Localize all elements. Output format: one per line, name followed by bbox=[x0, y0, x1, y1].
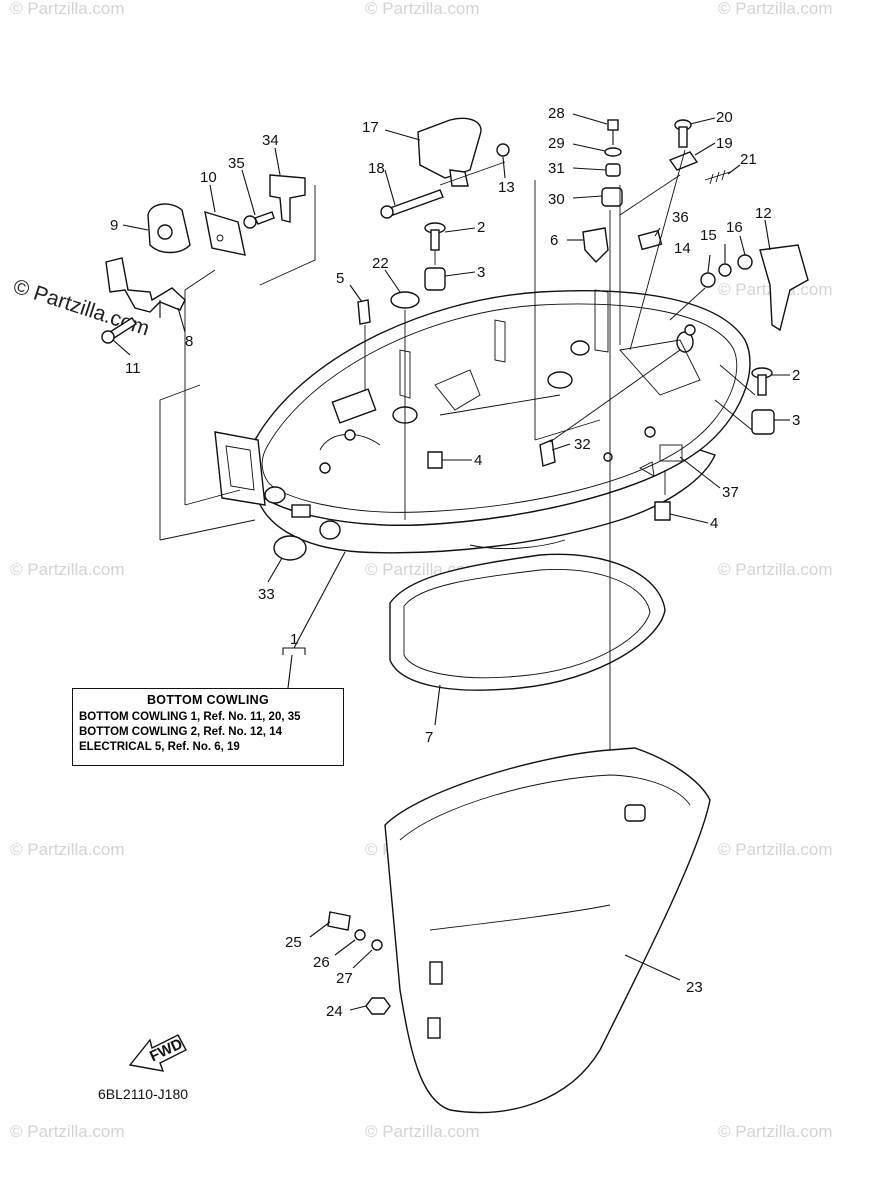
callout-12: 12 bbox=[755, 205, 772, 222]
callout-3: 3 bbox=[792, 412, 800, 429]
watermark: © Partzilla.com bbox=[10, 1122, 125, 1141]
watermark: © Partzilla.com bbox=[718, 840, 833, 859]
fwd-label: FWD bbox=[147, 1035, 185, 1065]
callout-15: 15 bbox=[700, 227, 717, 244]
watermark: © Partzilla.com bbox=[10, 840, 125, 859]
watermark: © Partzilla.com bbox=[718, 0, 833, 18]
callout-18: 18 bbox=[368, 160, 385, 177]
watermark: © Partzilla.com bbox=[365, 1122, 480, 1141]
callout-4: 4 bbox=[474, 452, 482, 469]
callout-14: 14 bbox=[674, 240, 691, 257]
watermark: © Partzilla.com bbox=[10, 560, 125, 579]
callout-13: 13 bbox=[498, 179, 515, 196]
callout-6: 6 bbox=[550, 232, 558, 249]
callout-10: 10 bbox=[200, 169, 217, 186]
legend-line: BOTTOM COWLING 2, Ref. No. 12, 14 bbox=[79, 726, 282, 738]
fwd-arrow: FWD bbox=[128, 1034, 187, 1072]
callout-27: 27 bbox=[336, 970, 353, 987]
callout-9: 9 bbox=[110, 217, 118, 234]
callout-17: 17 bbox=[362, 119, 379, 136]
watermark-large: © Partzilla.com bbox=[10, 275, 152, 341]
callout-34: 34 bbox=[262, 132, 279, 149]
callout-2: 2 bbox=[477, 219, 485, 236]
callout-32: 32 bbox=[574, 436, 591, 453]
diagram-code: 6BL2110-J180 bbox=[98, 1086, 189, 1102]
callout-29: 29 bbox=[548, 135, 565, 152]
watermark: © Partzilla.com bbox=[718, 1122, 833, 1141]
legend-title: BOTTOM COWLING bbox=[146, 693, 269, 707]
callout-11: 11 bbox=[125, 360, 141, 377]
callout-26: 26 bbox=[313, 954, 330, 971]
callout-4: 4 bbox=[710, 515, 718, 532]
callout-16: 16 bbox=[726, 219, 743, 236]
callout-7: 7 bbox=[425, 729, 433, 746]
legend-line: ELECTRICAL 5, Ref. No. 6, 19 bbox=[79, 741, 240, 753]
callout-3: 3 bbox=[477, 264, 485, 281]
callout-30: 30 bbox=[548, 191, 565, 208]
callout-23: 23 bbox=[686, 979, 703, 996]
callouts: 1 2 2 3 3 4 4 5 6 7 8 9 10 11 12 13 14 1… bbox=[110, 105, 800, 1020]
watermark: © Partzilla.com bbox=[10, 0, 125, 18]
callout-25: 25 bbox=[285, 934, 302, 951]
callout-35: 35 bbox=[228, 155, 245, 172]
bottom-cowling-drawing bbox=[214, 289, 751, 554]
callout-2: 2 bbox=[792, 367, 800, 384]
callout-31: 31 bbox=[548, 160, 565, 177]
callout-8: 8 bbox=[185, 333, 193, 350]
legend-box: BOTTOM COWLING BOTTOM COWLING 1, Ref. No… bbox=[72, 688, 344, 766]
callout-19: 19 bbox=[716, 135, 733, 152]
callout-21: 21 bbox=[740, 151, 757, 168]
watermark: © Partzilla.com bbox=[718, 560, 833, 579]
callout-37: 37 bbox=[722, 484, 739, 501]
callout-28: 28 bbox=[548, 105, 565, 122]
callout-33: 33 bbox=[258, 586, 275, 603]
leader-lines bbox=[112, 113, 790, 1011]
callout-1: 1 bbox=[290, 631, 298, 648]
small-parts bbox=[101, 117, 809, 1114]
callout-5: 5 bbox=[336, 270, 344, 287]
callout-36: 36 bbox=[672, 209, 689, 226]
watermark: © Partzilla.com bbox=[365, 0, 480, 18]
callout-22: 22 bbox=[372, 255, 389, 272]
legend-line: BOTTOM COWLING 1, Ref. No. 11, 20, 35 bbox=[79, 711, 301, 723]
callout-24: 24 bbox=[326, 1003, 343, 1020]
callout-20: 20 bbox=[716, 109, 733, 126]
